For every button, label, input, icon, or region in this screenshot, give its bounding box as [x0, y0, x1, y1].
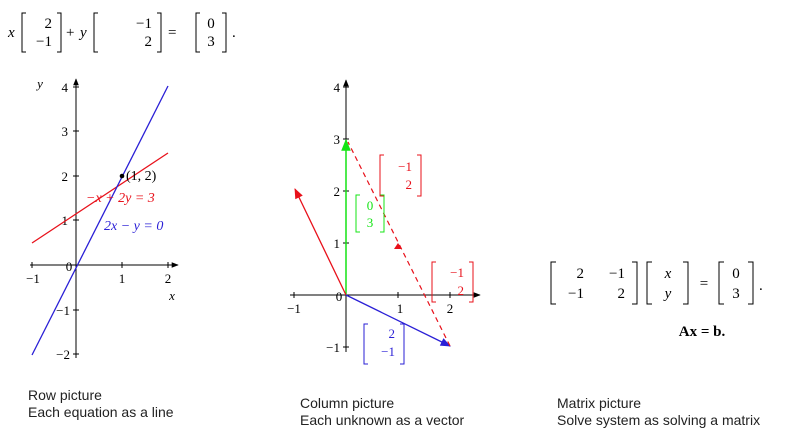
- row-caption: Row picture Each equation as a line: [28, 387, 174, 421]
- col-x-tick-label: 1: [397, 301, 404, 316]
- column-caption: Column picture Each unknown as a vector: [300, 395, 464, 429]
- col-col2-top: −1: [398, 159, 412, 174]
- mat-b-left-bracket: [718, 261, 724, 305]
- row-y-axis-label: y: [35, 76, 43, 91]
- eq-dot: .: [232, 25, 236, 41]
- row-y-tick-label: 3: [62, 124, 69, 139]
- mat-a-left-bracket: [550, 261, 556, 305]
- eq-col2-top: −1: [136, 16, 152, 32]
- col-col1-top: 2: [389, 326, 396, 341]
- col-y-tick-label: 3: [334, 132, 341, 147]
- row-y-tick-label: −2: [56, 347, 70, 362]
- col-y-tick-label: 1: [334, 236, 341, 251]
- mat-a21: −1: [568, 286, 584, 302]
- eq-equals: =: [168, 25, 176, 41]
- mat-a12: −1: [609, 266, 625, 282]
- mat-x-left-bracket: [646, 261, 652, 305]
- row-y-tick-label: 1: [62, 213, 69, 228]
- col-dashed-arrowhead: [394, 243, 402, 249]
- row-line-red: [31, 152, 169, 244]
- eq-rhs-left-bracket: [195, 12, 200, 53]
- eq-col2-left-bracket: [93, 12, 98, 53]
- col-x-tick-label: 2: [447, 301, 454, 316]
- col-rhs-top: 0: [367, 198, 374, 213]
- eq-rhs-bottom: 3: [207, 34, 215, 50]
- column-caption-sub: Each unknown as a vector: [300, 412, 465, 428]
- eq-col1-bottom: −1: [36, 34, 52, 50]
- top-equation: x 2 −1 + y −1 2 = 0 3 .: [7, 12, 236, 53]
- row-intersection-point: [119, 173, 125, 179]
- col-x-tick-label: 0: [336, 289, 343, 304]
- mat-a22: 2: [618, 286, 626, 302]
- mat-x2: y: [663, 286, 672, 302]
- matrix-picture: 2 −1 −1 2 x y = 0 3 . Ax = b.: [550, 261, 763, 340]
- row-x-tick-marks: [31, 86, 169, 355]
- mat-b-right-bracket: [748, 261, 754, 305]
- col-col2r-left-bracket: [431, 261, 436, 303]
- col-col1-left-bracket: [363, 323, 368, 365]
- col-rhs-bottom: 3: [367, 215, 374, 230]
- col-vector-col2: [294, 188, 347, 296]
- eq-col2-right-bracket: [157, 12, 162, 53]
- col-vector-col2-dashed: [347, 141, 451, 347]
- col-x-tick-label: −1: [287, 301, 301, 316]
- row-x-tick-label: 0: [66, 259, 73, 274]
- mat-b1: 0: [732, 266, 740, 282]
- row-x-tick-label: 1: [119, 271, 126, 286]
- eq-col1-top: 2: [45, 16, 53, 32]
- col-vector-col1: [345, 294, 451, 347]
- mat-b2: 3: [732, 286, 740, 302]
- col-col2r-right-bracket: [469, 261, 474, 303]
- row-line-blue: [31, 85, 169, 356]
- mat-dot: .: [759, 278, 763, 294]
- mat-equals: =: [700, 276, 708, 292]
- col-col2-bottom: 2: [406, 177, 413, 192]
- mat-compact-equation: Ax = b.: [679, 324, 726, 340]
- matrix-caption-title: Matrix picture: [557, 395, 642, 411]
- col-rhs-right-bracket: [380, 194, 385, 233]
- row-caption-title: Row picture: [28, 387, 102, 403]
- matrix-caption-sub: Solve system as solving a matrix: [557, 412, 761, 428]
- eq-rhs-top: 0: [207, 16, 215, 32]
- eq-y: y: [78, 25, 87, 41]
- eq-plus: +: [66, 25, 74, 41]
- row-line2-label: 2x − y = 0: [104, 219, 163, 234]
- col-rhs-left-bracket: [355, 194, 360, 233]
- col-col2r-bottom: 2: [458, 283, 465, 298]
- mat-a-right-bracket: [632, 261, 638, 305]
- row-x-axis-label: x: [168, 288, 175, 303]
- eq-col2-bottom: 2: [145, 34, 153, 50]
- col-col2r-top: −1: [450, 265, 464, 280]
- row-intersection-label: (1, 2): [126, 169, 157, 184]
- col-col1-right-bracket: [400, 323, 405, 365]
- mat-x1: x: [664, 266, 672, 282]
- matrix-caption: Matrix picture Solve system as solving a…: [557, 395, 760, 429]
- eq-rhs-right-bracket: [222, 12, 227, 53]
- eq-x: x: [7, 25, 15, 41]
- col-col2-left-bracket: [379, 154, 384, 197]
- row-line1-label: −x + 2y = 3: [86, 191, 155, 206]
- eq-col1-right-bracket: [57, 12, 62, 53]
- col-y-tick-label: 2: [334, 184, 341, 199]
- col-col1-bottom: −1: [381, 344, 395, 359]
- row-caption-sub: Each equation as a line: [28, 404, 174, 420]
- col-y-tick-label: 4: [334, 80, 341, 95]
- column-picture: −1 0 1 2 4 3 2 1 −1 0 3 −1 2: [287, 79, 481, 365]
- column-caption-title: Column picture: [300, 395, 395, 411]
- col-y-tick-label: −1: [326, 340, 340, 355]
- col-col2-right-bracket: [417, 154, 422, 197]
- row-x-tick-label: 2: [165, 271, 172, 286]
- eq-col1-left-bracket: [21, 12, 26, 53]
- row-x-tick-label: −1: [26, 271, 40, 286]
- row-y-tick-label: −1: [56, 303, 70, 318]
- row-picture: −1 0 1 2 4 3 2 1 −1 −2 x y (1, 2) −x + 2…: [26, 76, 179, 362]
- row-y-tick-label: 4: [62, 80, 69, 95]
- mat-x-right-bracket: [683, 261, 689, 305]
- row-y-tick-label: 2: [62, 169, 69, 184]
- mat-a11: 2: [577, 266, 585, 282]
